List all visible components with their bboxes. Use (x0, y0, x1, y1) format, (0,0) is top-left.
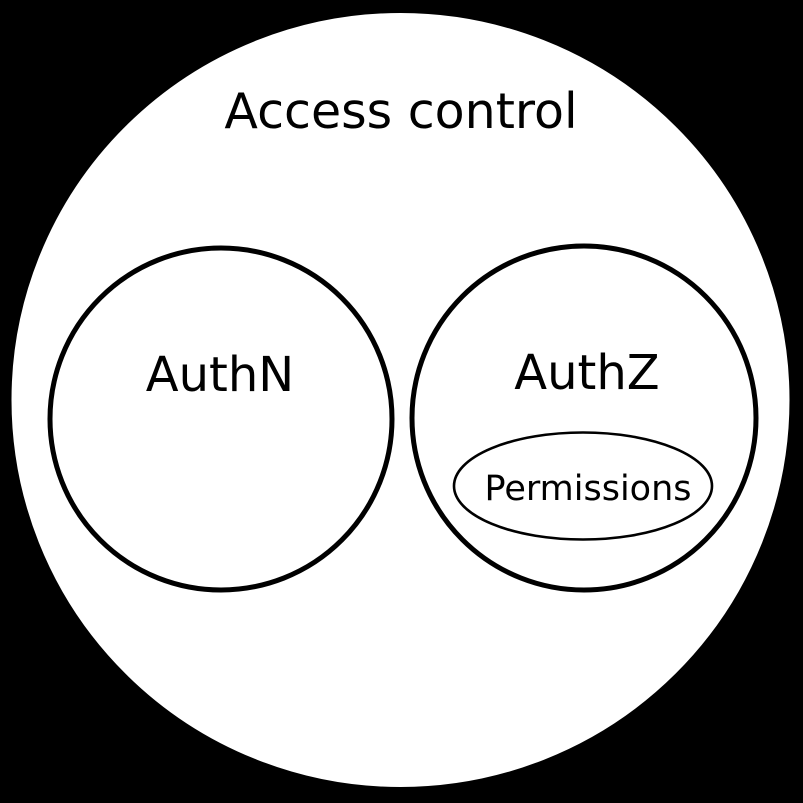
access-control-label: Access control (224, 83, 577, 140)
access-control-ellipse (9, 11, 792, 789)
authn-circle (47, 245, 395, 593)
permissions-label: Permissions (484, 469, 691, 509)
authz-circle (409, 243, 759, 593)
authn-label: AuthN (146, 347, 294, 403)
permissions-ellipse (452, 431, 714, 541)
authz-label: AuthZ (514, 345, 659, 401)
